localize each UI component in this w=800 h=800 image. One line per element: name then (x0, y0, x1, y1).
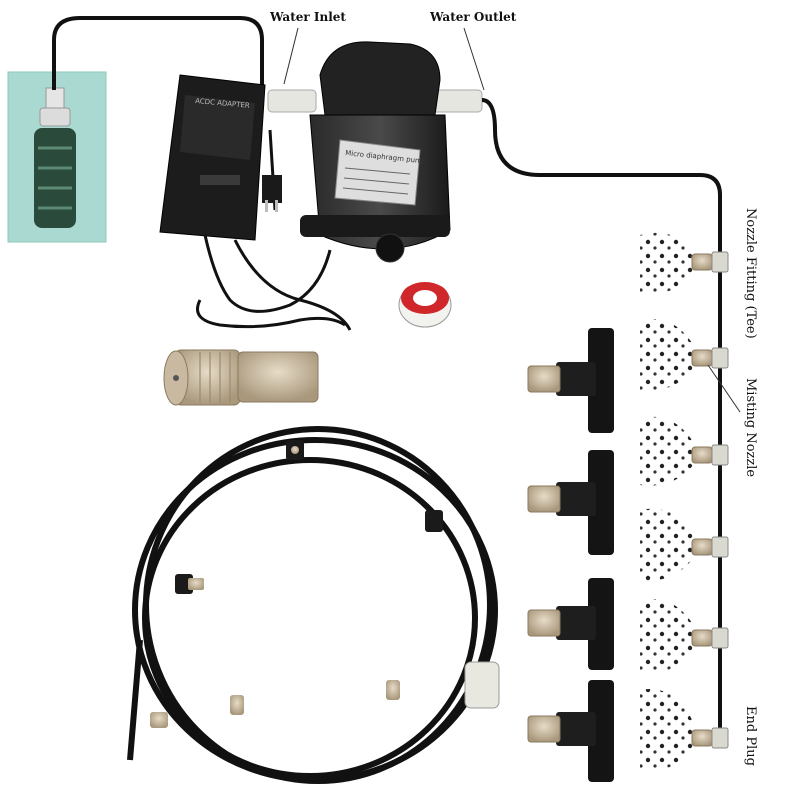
brass-nozzle (163, 349, 319, 406)
label-arrows (283, 27, 741, 413)
plug-icon (262, 175, 282, 212)
water-inlet-label: Water Inlet (270, 10, 346, 24)
end-plug-label: End Plug (743, 706, 758, 766)
coil-fittings (150, 440, 500, 728)
coiled-tubing (127, 426, 498, 784)
line-nozzles (691, 251, 729, 749)
nozzle-fitting-label: Nozzle Fitting (Tee) (743, 208, 758, 339)
water-outlet-label: Water Outlet (430, 10, 517, 24)
tee-fitting-4 (527, 680, 614, 782)
outlet-hose (481, 98, 722, 730)
diaphragm-pump: Micro diaphragm pump (267, 41, 483, 263)
mist-sprays (640, 232, 700, 771)
tee-fitting-1 (527, 328, 614, 433)
inlet-hose (52, 16, 264, 95)
power-adapter: ACDC ADAPTER (159, 74, 266, 241)
teflon-tape (398, 282, 452, 328)
misting-nozzle-label: Misting Nozzle (743, 378, 758, 478)
intake-filter (34, 87, 76, 228)
tee-fitting-3 (527, 578, 614, 670)
tee-fitting-2 (527, 450, 614, 555)
